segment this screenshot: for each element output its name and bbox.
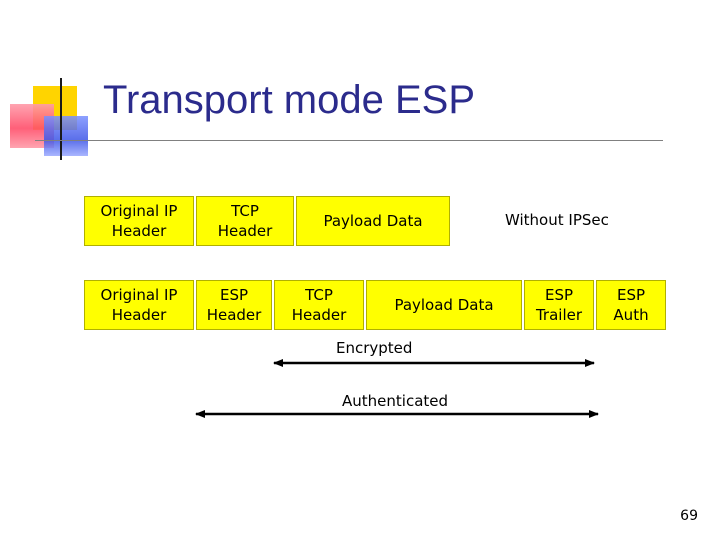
page-number: 69 — [680, 508, 698, 524]
